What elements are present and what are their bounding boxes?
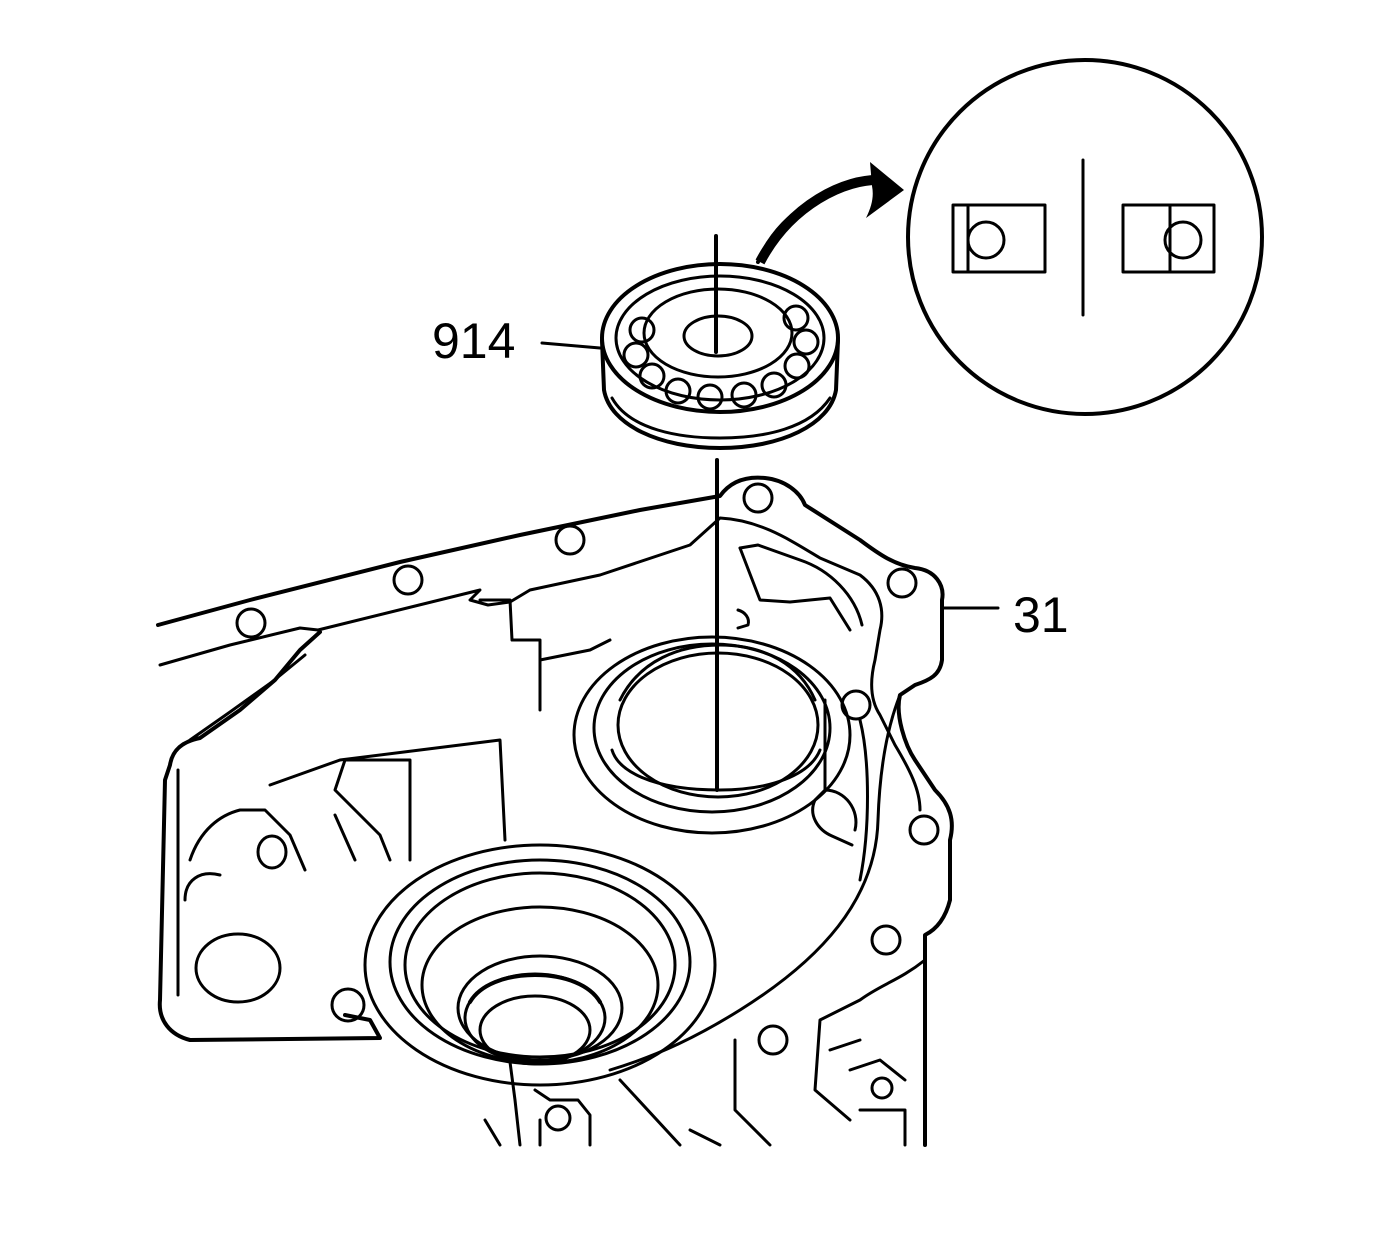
ball-bearing xyxy=(600,234,840,450)
transmission-case xyxy=(156,475,954,1147)
leader-914 xyxy=(540,341,602,350)
detail-arrow xyxy=(755,162,904,265)
bearing-orientation-inset xyxy=(906,58,1264,416)
bearing-section-left xyxy=(951,203,1047,274)
bearing-section-right xyxy=(1121,203,1216,274)
callout-914: 914 xyxy=(432,313,516,369)
callout-31: 31 xyxy=(1013,587,1069,643)
